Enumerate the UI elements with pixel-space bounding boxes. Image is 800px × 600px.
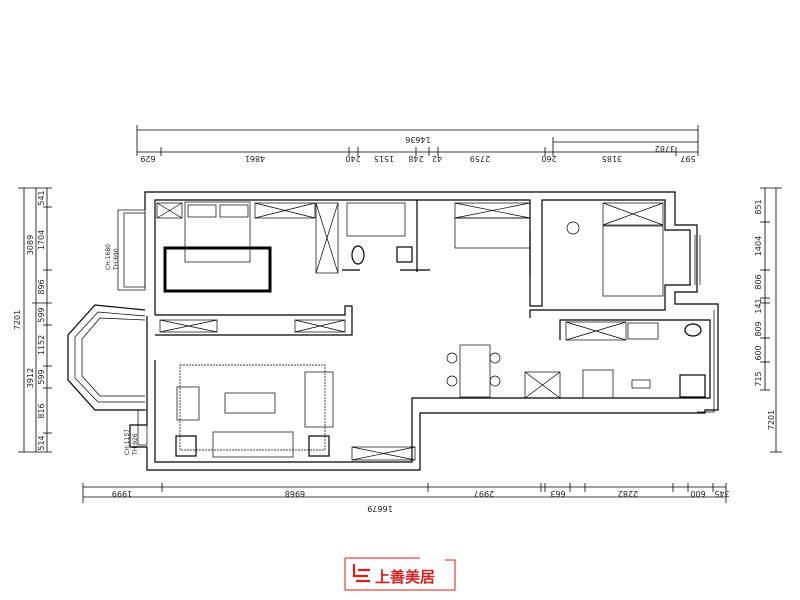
bottom-dimensions: 1999 6968 2997 663 2282 600 345 16679: [82, 483, 730, 513]
left-dimensions: 7201 3089 3912 541 1704 896 599 1152 599…: [13, 187, 52, 453]
dim-right-seg: 1404: [754, 236, 763, 256]
dim-top-seg: 260: [541, 154, 556, 163]
brand-logo: 上善美居: [344, 557, 456, 591]
dim-top-seg: 248: [408, 154, 423, 163]
dim-bottom-seg: 6968: [285, 489, 305, 498]
dim-top-seg: 42: [432, 154, 442, 163]
dim-bottom-seg: 600: [690, 489, 705, 498]
dim-left-seg: 541: [37, 190, 46, 205]
dim-right-seg: 715: [754, 371, 763, 386]
dim-bottom-seg: 1999: [112, 489, 132, 498]
window-note-th: TH:690: [113, 248, 120, 271]
dim-left-total: 7201: [13, 310, 22, 330]
logo-text: 上善美居: [375, 568, 435, 586]
dim-bottom-seg: 345: [714, 489, 729, 498]
dim-right-seg: 600: [754, 345, 763, 360]
top-dimensions: 14636 3782 629 4861 240 1515 248 42 2759…: [136, 125, 699, 163]
dim-bottom-seg: 2282: [618, 489, 638, 498]
dim-top-seg: 240: [345, 154, 360, 163]
dim-right-seg: 809: [754, 321, 763, 336]
dim-left-seg: 599: [37, 369, 46, 384]
right-dimensions: 7201 851 1404 806 141 809 600 715: [754, 187, 782, 453]
dim-top-seg: 4861: [245, 154, 265, 163]
dim-left-group: 3912: [26, 368, 35, 388]
dim-left-seg: 1152: [37, 335, 46, 355]
dim-right-seg: 141: [754, 298, 763, 313]
dim-top-seg: 2759: [470, 154, 490, 163]
dim-right-total: 7201: [767, 410, 776, 430]
window-note-th: TH:926: [132, 433, 139, 456]
dim-bottom-seg: 2997: [474, 489, 494, 498]
dim-left-seg: 896: [37, 279, 46, 294]
dim-left-seg: 514: [37, 435, 46, 450]
dim-top-seg: 597: [680, 154, 695, 163]
dim-top-seg: 629: [140, 154, 155, 163]
dim-left-seg: 599: [37, 307, 46, 322]
dim-right-seg: 806: [754, 274, 763, 289]
furniture: [156, 201, 706, 461]
dim-bottom-seg: 663: [550, 489, 565, 498]
dim-top-subtotal: 3782: [655, 144, 675, 153]
dim-left-seg: 1704: [37, 230, 46, 250]
dim-bottom-total: 16679: [367, 504, 392, 513]
dim-top-total: 14636: [405, 135, 430, 144]
dim-left-seg: 816: [37, 403, 46, 418]
window-note-ch: CH:1680: [105, 244, 112, 270]
window-note-ch: CH:1157: [124, 429, 131, 455]
dim-top-seg: 1515: [374, 154, 394, 163]
dim-left-group: 3089: [26, 235, 35, 255]
dim-right-seg: 851: [754, 199, 763, 214]
dim-top-seg: 3185: [602, 154, 622, 163]
